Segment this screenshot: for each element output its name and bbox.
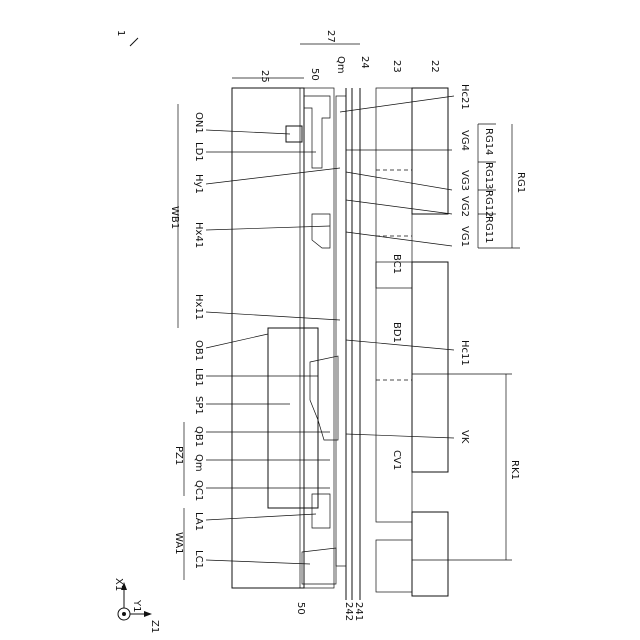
label-27: 27 <box>325 30 336 43</box>
label-rg14: RG14 <box>483 128 494 155</box>
label-ob1: OB1 <box>193 340 204 361</box>
label-hc21: Hc21 <box>459 84 470 110</box>
right-labels: Hc21 VG4 VG3 VG2 VG1 RG14 RG13 RG12 RG11… <box>340 84 526 560</box>
label-vk: VK <box>459 430 470 444</box>
axis-z1: Z1 <box>149 620 160 633</box>
label-ld1: LD1 <box>193 142 204 162</box>
label-25: 25 <box>259 70 270 83</box>
label-qc1: QC1 <box>193 480 204 501</box>
label-hc11: Hc11 <box>459 340 470 366</box>
label-wa1: WA1 <box>173 532 184 555</box>
label-vg3: VG3 <box>459 170 470 191</box>
label-22: 22 <box>429 60 440 73</box>
label-rg11: RG11 <box>483 216 494 243</box>
axes-indicator: X1 Y1 Z1 <box>113 578 160 633</box>
label-sp1: SP1 <box>193 396 204 415</box>
label-24: 24 <box>359 56 370 69</box>
label-qm: Qm <box>193 454 204 472</box>
label-wb1: WB1 <box>169 206 180 229</box>
label-on1: ON1 <box>193 112 204 134</box>
label-pz1: PZ1 <box>173 446 184 465</box>
label-242: 242 <box>343 602 354 621</box>
label-la1: LA1 <box>193 512 204 531</box>
label-qm-top: Qm <box>335 56 346 74</box>
layer-22 <box>412 88 448 596</box>
label-rg13: RG13 <box>483 162 494 189</box>
label-rk1: RK1 <box>509 460 520 480</box>
figure-number: 1 <box>115 30 126 36</box>
label-23: 23 <box>391 60 402 73</box>
label-qb1: QB1 <box>193 426 204 447</box>
label-rg1: RG1 <box>515 172 526 193</box>
label-hy1: Hy1 <box>193 174 204 194</box>
layer-27-region <box>300 88 334 588</box>
axis-x1: X1 <box>113 578 124 591</box>
label-vg4: VG4 <box>459 130 470 151</box>
label-vg2: VG2 <box>459 196 470 217</box>
label-vg1: VG1 <box>459 226 470 247</box>
label-50-top: 50 <box>309 68 320 81</box>
thin-layers-24 <box>336 88 360 600</box>
label-lc1: LC1 <box>193 550 204 569</box>
label-241: 241 <box>353 602 364 621</box>
layer-25 <box>232 88 318 588</box>
left-labels: ON1 LD1 Hy1 Hx41 WB1 Hx11 OB1 LB1 SP1 QB… <box>169 104 364 621</box>
label-cv1: CV1 <box>391 450 402 470</box>
top-dimensions: 25 27 50 Qm 24 23 22 1 <box>115 30 440 83</box>
label-lb1: LB1 <box>193 368 204 387</box>
label-hx41: Hx41 <box>193 222 204 248</box>
label-50-bottom: 50 <box>295 602 306 615</box>
label-bc1: BC1 <box>391 254 402 274</box>
label-hx11: Hx11 <box>193 294 204 320</box>
label-rg12: RG12 <box>483 190 494 217</box>
label-bd1: BD1 <box>391 322 402 343</box>
axis-y1: Y1 <box>131 599 142 612</box>
